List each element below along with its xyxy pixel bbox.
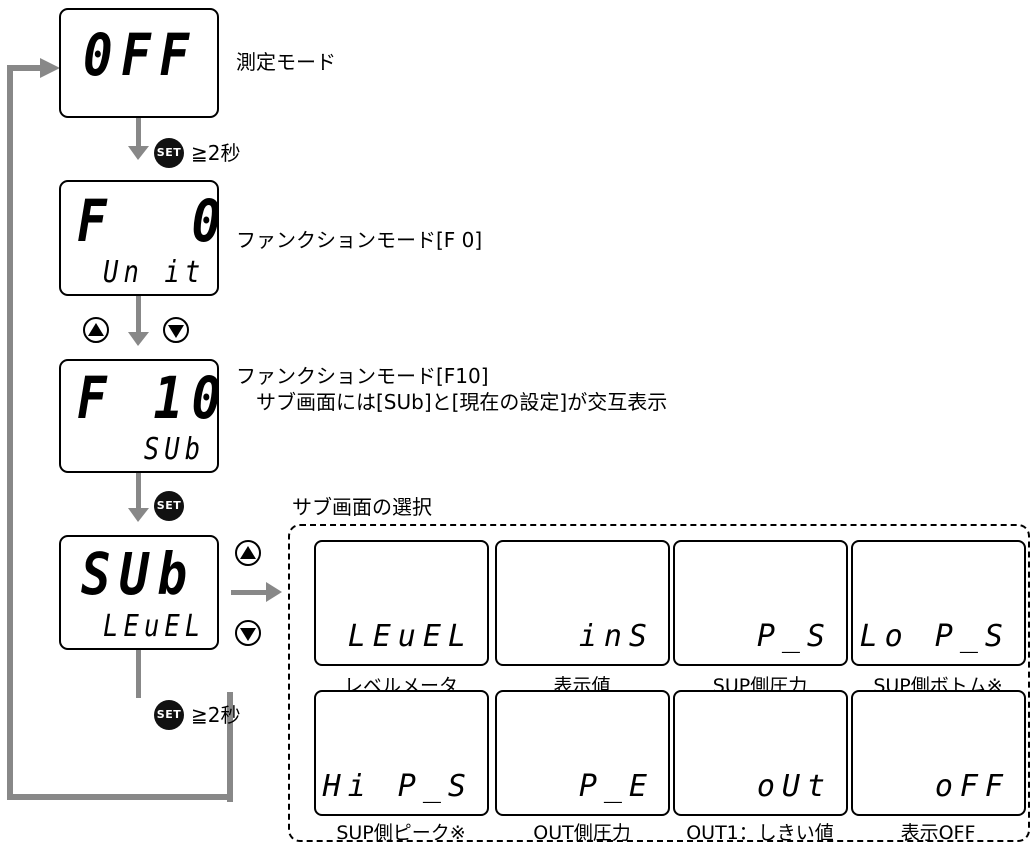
option-label: OUT1：しきい値 xyxy=(686,822,834,844)
up-arrow-icon[interactable] xyxy=(235,540,261,566)
up-arrow-icon[interactable] xyxy=(83,317,109,343)
option-display-pe[interactable]: P_E xyxy=(495,690,670,816)
down-arrow-icon[interactable] xyxy=(163,317,189,343)
main-display: 0FF xyxy=(83,21,198,89)
step-caption-note: サブ画面には[SUb]と[現在の設定]が交互表示 xyxy=(236,390,668,414)
option-display-level[interactable]: LEuEL xyxy=(314,540,489,666)
sub-display: LEuEL xyxy=(102,609,205,644)
display-function-f0: F 0 Un it xyxy=(59,180,221,296)
option-display-ps[interactable]: P_S xyxy=(673,540,848,666)
option-value: oUt xyxy=(756,769,832,804)
hold-duration-text: ≧2秒 xyxy=(191,703,241,727)
option-display-ins[interactable]: inS xyxy=(495,540,670,666)
option-label: SUP側ピーク※ xyxy=(336,822,466,844)
sub-display: SUb xyxy=(143,432,205,467)
down-arrow-icon[interactable] xyxy=(235,620,261,646)
display-function-f10: F 10 SUb xyxy=(59,359,221,473)
display-sub-select: SUb LEuEL xyxy=(59,535,219,650)
option-display-out[interactable]: oUt xyxy=(673,690,848,816)
set-button[interactable]: SET xyxy=(154,138,184,168)
hold-duration-text: ≧2秒 xyxy=(191,141,241,165)
main-display: SUb xyxy=(81,540,196,608)
main-display: F 0 xyxy=(77,187,230,255)
step-caption: ファンクションモード[F10] xyxy=(236,364,489,388)
option-value: P_S xyxy=(756,619,832,654)
option-value: oFF xyxy=(934,769,1010,804)
option-value: P_E xyxy=(578,769,654,804)
step-caption: ファンクションモード[F 0] xyxy=(236,228,483,252)
option-label: 表示OFF xyxy=(900,822,976,844)
set-button[interactable]: SET xyxy=(154,491,184,521)
option-display-hips[interactable]: Hi P_S xyxy=(314,690,489,816)
option-display-off[interactable]: oFF xyxy=(851,690,1026,816)
option-value: Lo P_S xyxy=(859,619,1010,654)
set-button[interactable]: SET xyxy=(154,700,184,730)
sub-display: Un it xyxy=(102,255,205,290)
step-caption: 測定モード xyxy=(236,50,336,74)
display-measure-mode: 0FF xyxy=(59,8,219,118)
option-label: OUT側圧力 xyxy=(533,822,631,844)
main-display: F 10 xyxy=(77,364,230,432)
option-value: Hi P_S xyxy=(322,769,473,804)
option-value: inS xyxy=(578,619,654,654)
selection-box xyxy=(288,524,1030,842)
option-value: LEuEL xyxy=(347,619,473,654)
selection-title: サブ画面の選択 xyxy=(292,495,432,519)
option-display-lops[interactable]: Lo P_S xyxy=(851,540,1026,666)
